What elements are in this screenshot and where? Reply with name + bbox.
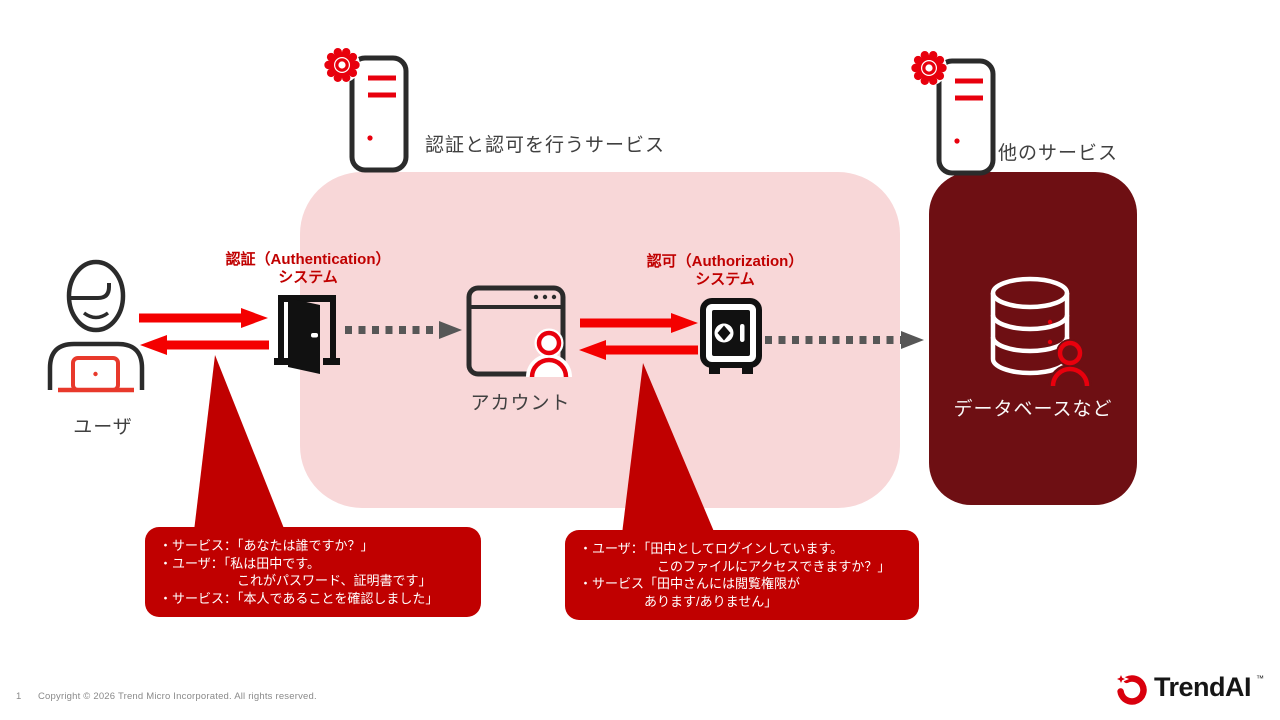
dotted-arrow-door-to-account: [343, 320, 465, 340]
authentication-callout-line: ・ユーザ：「私は田中です。: [159, 555, 320, 571]
door-icon: [274, 292, 340, 376]
account-label: アカウント: [470, 393, 571, 414]
authorization-line2: システム: [695, 271, 755, 288]
authorization-callout-line: このファイルにアクセスできますか？」: [579, 558, 891, 574]
auth-service-zone: [300, 172, 900, 508]
dotted-arrow-safe-to-database: [763, 330, 927, 350]
trendai-swoosh-icon: [1112, 670, 1149, 706]
auth-service-label: 認証と認可を行うサービス: [425, 135, 666, 156]
authentication-callout: ・サービス：「あなたは誰ですか？」 ・ユーザ：「私は田中です。 これがパスワード…: [145, 527, 481, 617]
authorization-callout-line: ・サービス「田中さんには閲覧権限が: [579, 576, 801, 591]
authorization-callout-line: あります/ありません」: [579, 593, 778, 609]
authentication-callout-line: ・サービス：「あなたは誰ですか？」: [159, 538, 374, 553]
authentication-callout-line: ・サービス：「本人であることを確認しました」: [159, 590, 439, 606]
authentication-line1: 認証（Authentication）: [225, 251, 391, 268]
trendai-logo: TrendAI ™: [1112, 670, 1264, 706]
user-laptop-icon: [42, 256, 152, 401]
user-label: ユーザ: [73, 417, 133, 438]
authentication-system-label: 認証（Authentication） システム: [210, 251, 406, 287]
other-service-label: 他のサービス: [998, 143, 1119, 164]
safe-icon: [700, 298, 762, 378]
database-label: データベースなど: [953, 399, 1113, 420]
authorization-line1: 認可（Authorization）: [646, 253, 804, 270]
authorization-callout: ・ユーザ：「田中としてログインしています。 このファイルにアクセスできますか？」…: [565, 530, 919, 620]
auth-request-response-arrows: [137, 305, 271, 357]
other-service-zone: [929, 172, 1137, 505]
authentication-line2: システム: [278, 269, 338, 286]
callout-pointer-authorization: [620, 360, 720, 535]
footer-copyright: Copyright © 2026 Trend Micro Incorporate…: [38, 691, 317, 702]
database-user-icon: [988, 276, 1092, 394]
authorization-system-label: 認可（Authorization） システム: [630, 253, 820, 289]
trendai-logo-text: TrendAI: [1153, 672, 1252, 702]
callout-pointer-authentication: [190, 352, 290, 532]
server-gear-icon: [905, 43, 1000, 178]
trendai-trademark: ™: [1256, 674, 1264, 683]
server-gear-icon: [318, 40, 413, 175]
authorization-callout-line: ・ユーザ：「田中としてログインしています。: [579, 541, 844, 556]
authentication-callout-line: これがパスワード、証明書です」: [159, 573, 432, 588]
authz-request-response-arrows: [577, 310, 701, 362]
slide-number: 1: [16, 691, 22, 702]
browser-user-icon: [463, 280, 573, 390]
